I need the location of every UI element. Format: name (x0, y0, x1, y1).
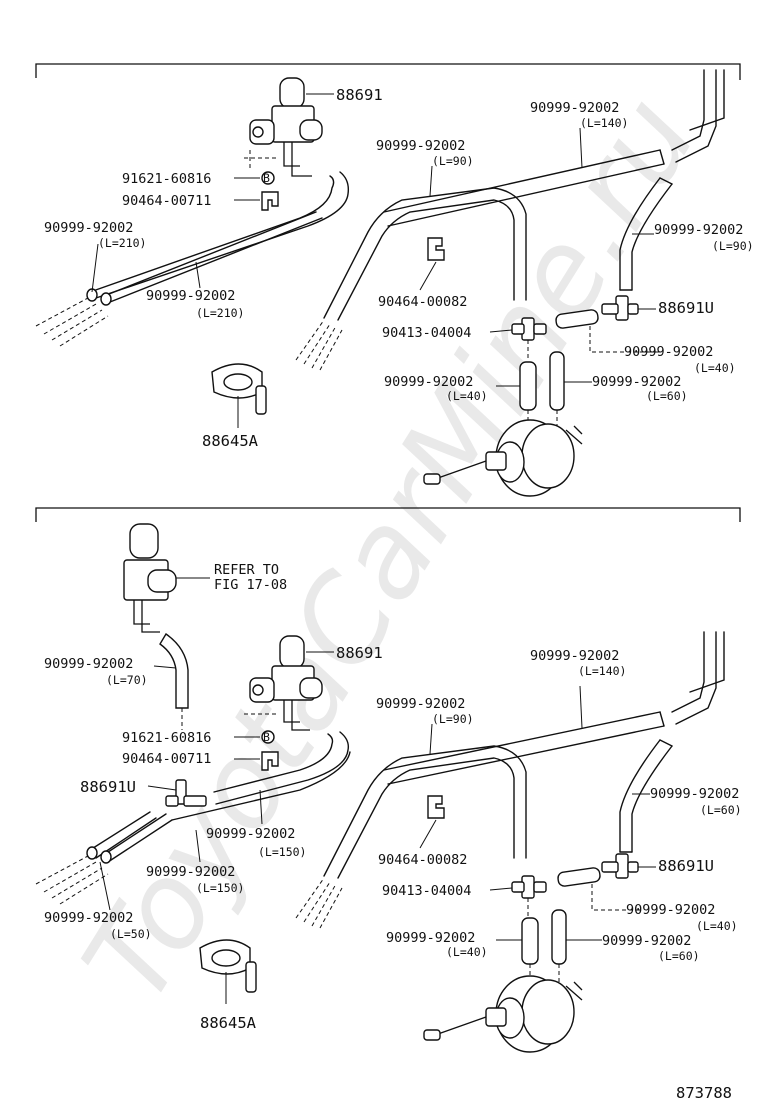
label-hose-l50-len: (L=50) (110, 927, 152, 941)
label-hose-l150b: 90999-92002 (146, 864, 235, 880)
label-hose-right-bottom: 90999-92002 (650, 786, 739, 802)
figure-number: 873788 (676, 1084, 732, 1102)
label-hose-tee-len-bottom: (L=40) (696, 919, 738, 933)
label-hose-top-len: (L=140) (580, 116, 628, 130)
label-hose-l70-len: (L=70) (106, 673, 148, 687)
label-hose-mid-len: (L=90) (432, 154, 474, 168)
label-hose-left-inner-len: (L=210) (196, 306, 244, 320)
tee-90413[interactable] (511, 317, 547, 360)
top-frame-line (35, 63, 741, 80)
label-hose-top-bottom: 90999-92002 (530, 648, 619, 664)
label-hose-v40-len-bottom: (L=40) (446, 945, 488, 959)
label-hose-l150a: 90999-92002 (206, 826, 295, 842)
hose-tee-l40-bottom[interactable] (557, 867, 640, 911)
label-90464-00082-bottom: 90464-00082 (378, 852, 467, 868)
vsv-reference[interactable] (123, 523, 210, 633)
clip-90464-00082[interactable] (427, 237, 445, 261)
hoses-vertical[interactable] (519, 351, 565, 428)
clamp-88645a[interactable] (211, 363, 267, 428)
clamp-88645a-bottom[interactable] (199, 939, 257, 1004)
label-hose-right-len: (L=90) (712, 239, 754, 253)
vsv-88691-bottom[interactable] (244, 635, 334, 731)
hoses-mid-top-bottom[interactable] (295, 711, 665, 929)
label-90413: 90413-04004 (382, 325, 471, 341)
top-panel: 88691 B 91621-60816 90464-00711 90999-92… (35, 63, 754, 497)
hose-tee-l40[interactable] (555, 309, 640, 353)
label-hose-v40: 90999-92002 (384, 374, 473, 390)
bolt-91621[interactable] (261, 171, 275, 185)
label-90464-00082: 90464-00082 (378, 294, 467, 310)
pipes-right[interactable] (619, 69, 725, 291)
label-hose-right-len-bottom: (L=60) (700, 803, 742, 817)
label-hose-l70: 90999-92002 (44, 656, 133, 672)
pipes-right-bottom[interactable] (619, 631, 725, 853)
label-hose-v40-bottom: 90999-92002 (386, 930, 475, 946)
tee-88691u[interactable] (601, 295, 639, 321)
label-88645a-bottom: 88645A (200, 1014, 257, 1032)
label-hose-v60-bottom: 90999-92002 (602, 933, 691, 949)
bolt-91621-bottom[interactable] (261, 730, 275, 744)
label-hose-l150a-len: (L=150) (258, 845, 306, 859)
label-refer-2: FIG 17-08 (214, 577, 287, 593)
vacuum-actuator-top[interactable] (423, 419, 583, 497)
clip-90464-00082-bottom[interactable] (427, 795, 445, 819)
label-hose-l150b-len: (L=150) (196, 881, 244, 895)
label-hose-v60-len-bottom: (L=60) (658, 949, 700, 963)
label-88691u-bottom: 88691U (658, 857, 714, 875)
label-90464-00711-bottom: 90464-00711 (122, 751, 211, 767)
hoses-left-l210[interactable] (35, 171, 350, 347)
label-hose-tee: 90999-92002 (624, 344, 713, 360)
clip-90464-00711-bottom[interactable] (261, 751, 279, 771)
label-hose-l50: 90999-92002 (44, 910, 133, 926)
bottom-panel: REFER TO FIG 17-08 90999-92002 (L=70) 88… (35, 507, 742, 1053)
bolt-b-mark: B (263, 171, 270, 185)
hoses-left-bottom[interactable] (35, 731, 351, 905)
label-hose-mid-bottom: 90999-92002 (376, 696, 465, 712)
label-88691-bottom: 88691 (336, 644, 383, 662)
vacuum-actuator-bottom[interactable] (423, 975, 583, 1053)
hose-l70[interactable] (159, 632, 189, 730)
label-90413-bottom: 90413-04004 (382, 883, 471, 899)
label-hose-right: 90999-92002 (654, 222, 743, 238)
label-hose-mid: 90999-92002 (376, 138, 465, 154)
label-90464-00711: 90464-00711 (122, 193, 211, 209)
label-refer-1: REFER TO (214, 562, 279, 578)
bolt-b-mark-bottom: B (263, 730, 270, 744)
label-hose-v60-len: (L=60) (646, 389, 688, 403)
label-hose-left-inner: 90999-92002 (146, 288, 235, 304)
hoses-mid-top[interactable] (295, 149, 665, 371)
label-88691u-left: 88691U (80, 778, 136, 796)
label-hose-left-outer: 90999-92002 (44, 220, 133, 236)
label-91621-bottom: 91621-60816 (122, 730, 211, 746)
vsv-88691[interactable] (244, 77, 334, 177)
clip-90464-00711[interactable] (261, 191, 279, 211)
label-hose-v40-len: (L=40) (446, 389, 488, 403)
label-88691u: 88691U (658, 299, 714, 317)
label-hose-mid-len-bottom: (L=90) (432, 712, 474, 726)
label-hose-v60: 90999-92002 (592, 374, 681, 390)
label-hose-tee-len: (L=40) (694, 361, 736, 375)
label-hose-tee-bottom: 90999-92002 (626, 902, 715, 918)
hoses-vertical-bottom[interactable] (521, 909, 567, 982)
label-91621: 91621-60816 (122, 171, 211, 187)
label-88645a: 88645A (202, 432, 259, 450)
bottom-frame-line (35, 507, 741, 522)
tee-88691u-bottom[interactable] (601, 853, 639, 879)
label-hose-top: 90999-92002 (530, 100, 619, 116)
label-hose-left-outer-len: (L=210) (98, 236, 146, 250)
label-88691: 88691 (336, 86, 383, 104)
tee-90413-bottom[interactable] (511, 875, 547, 916)
tee-88691u-left[interactable] (165, 779, 207, 807)
label-hose-top-len-bottom: (L=140) (578, 664, 626, 678)
